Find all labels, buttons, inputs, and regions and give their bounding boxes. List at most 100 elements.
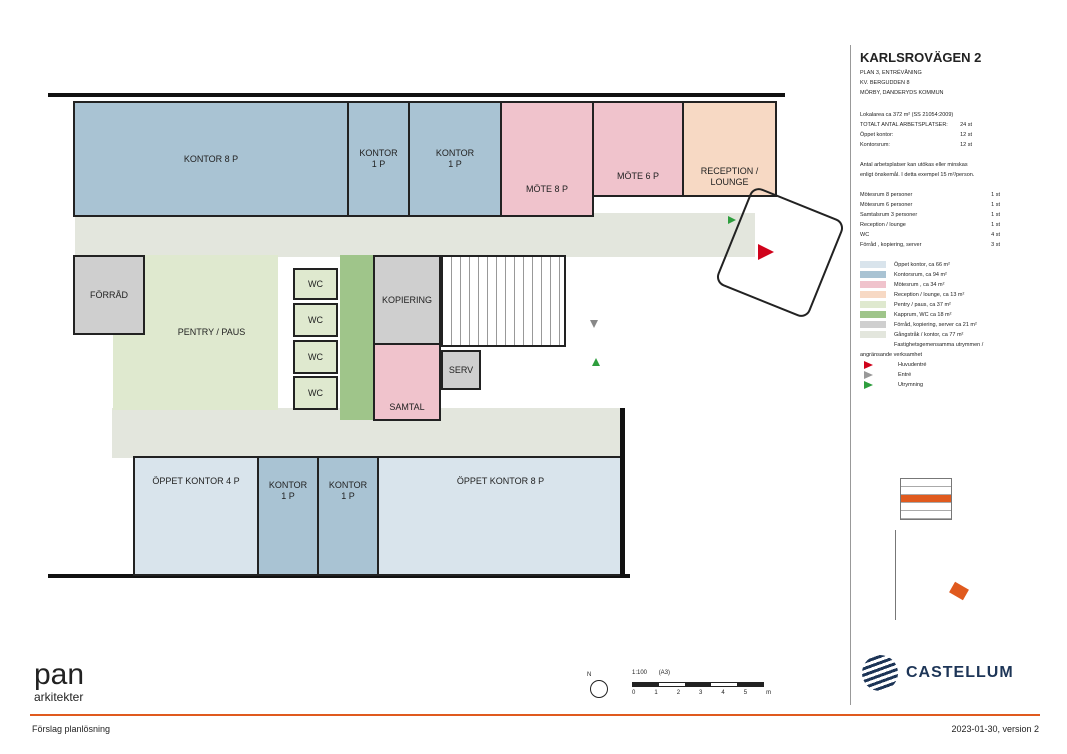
entrance-marker-icon xyxy=(590,320,598,328)
legend-item: Fastighetsgemensamma utrymmen / angränsa… xyxy=(860,340,1010,360)
count-value: 1 st xyxy=(991,222,1000,228)
count-value: 4 st xyxy=(991,232,1000,238)
workspace-note: Antal arbetsplatser kan utökas eller min… xyxy=(860,162,975,178)
room-wc-2: WC xyxy=(293,303,338,337)
area-row: Kontorsrum:12 st xyxy=(860,140,972,150)
exit-marker-icon xyxy=(728,216,736,224)
marker-label: Entré xyxy=(898,372,912,378)
room-oppet-kontor-8p: ÖPPET KONTOR 8 P xyxy=(377,456,624,576)
room-wc-3: WC xyxy=(293,340,338,374)
legend-item: Mötesrum , ca 34 m² xyxy=(860,280,1010,290)
legend-item: Pentry / paus, ca 37 m² xyxy=(860,300,1010,310)
logo-text: pan xyxy=(34,658,85,691)
count-row: WC 4 st xyxy=(860,230,1000,240)
footer-rule xyxy=(30,714,1040,716)
north-label: N xyxy=(587,672,592,678)
room-mote-6p: MÖTE 6 P xyxy=(592,101,684,197)
corridor-upper xyxy=(75,213,755,257)
legend-item: Kontorsrum, ca 94 m² xyxy=(860,270,1010,280)
subtitle-1: PLAN 3, ENTRÉVÅNING xyxy=(860,70,922,76)
count-label: Mötesrum 8 personer xyxy=(860,192,913,198)
room-pentry-lower xyxy=(113,335,145,410)
room-reception-lounge: RECEPTION / LOUNGE xyxy=(682,101,777,197)
count-row: Mötesrum 6 personer 1 st xyxy=(860,200,1000,210)
count-row: Förråd , kopiering, server 3 st xyxy=(860,240,1000,250)
count-label: Samtalsrum 3 personer xyxy=(860,212,918,218)
marker-legend-item: Huvudentré xyxy=(860,360,1010,370)
legend-label: Pentry / paus, ca 37 m² xyxy=(894,302,951,308)
exit-marker-icon xyxy=(592,358,600,366)
octagon-entrance xyxy=(713,185,847,320)
legend-swatch xyxy=(860,321,886,329)
count-value: 1 st xyxy=(991,212,1000,218)
marker-legend-item: Utrymning xyxy=(860,380,1010,390)
scale-tick: 2 xyxy=(676,690,681,696)
area-label: Kontorsrum: xyxy=(860,142,890,148)
legend-label: Öppet kontor, ca 66 m² xyxy=(894,262,950,268)
floor-plan: KONTOR 8 P KONTOR 1 P KONTOR 1 P MÖTE 8 … xyxy=(48,93,847,578)
site-map xyxy=(895,530,976,620)
legend-item: Gångstråk / kontor, ca 77 m² xyxy=(860,330,1010,340)
legend: Öppet kontor, ca 66 m² Kontorsrum, ca 94 … xyxy=(860,260,1010,390)
room-wc-1: WC xyxy=(293,268,338,300)
marker-label: Huvudentré xyxy=(898,362,927,368)
scale-unit: m xyxy=(766,690,772,696)
stairwell xyxy=(441,255,566,347)
room-kontor-1p-d: KONTOR 1 P xyxy=(317,456,379,576)
room-pentry-paus: PENTRY / PAUS xyxy=(145,255,278,410)
area-row: TOTALT ANTAL ARBETSPLATSER:24 st xyxy=(860,120,972,130)
room-kontor-8p: KONTOR 8 P xyxy=(73,101,349,217)
footer-left: Förslag planlösning xyxy=(32,724,111,734)
room-forrad: FÖRRÅD xyxy=(73,255,145,335)
legend-item: Förråd, kopiering, server ca 21 m² xyxy=(860,320,1010,330)
project-title: KARLSROVÄGEN 2 xyxy=(860,50,982,65)
footer-right: 2023-01-30, version 2 xyxy=(951,724,1039,734)
side-panel-divider xyxy=(850,45,851,705)
legend-swatch xyxy=(860,291,886,299)
room-kopiering: KOPIERING xyxy=(373,255,441,345)
marker-legend-item: Entré xyxy=(860,370,1010,380)
legend-swatch xyxy=(860,301,886,309)
scale-tick: 1 xyxy=(654,690,658,696)
marker-icon xyxy=(864,380,873,389)
subtitle-2: KV. BERGUDDEN 8 xyxy=(860,80,910,86)
count-label: Förråd , kopiering, server xyxy=(860,242,922,248)
count-value: 1 st xyxy=(991,202,1000,208)
legend-item: Öppet kontor, ca 66 m² xyxy=(860,260,1010,270)
room-samtal: SAMTAL xyxy=(373,343,441,421)
count-row: Mötesrum 8 personer 1 st xyxy=(860,190,1000,200)
main-entrance-marker-icon xyxy=(758,244,774,260)
room-oppet-kontor-4p: ÖPPET KONTOR 4 P xyxy=(133,456,259,576)
legend-label: Förråd, kopiering, server ca 21 m² xyxy=(894,322,977,328)
legend-swatch xyxy=(860,311,886,319)
room-kontor-1p-c: KONTOR 1 P xyxy=(257,456,319,576)
wall-top xyxy=(48,93,785,97)
room-kapprum xyxy=(340,255,375,420)
legend-swatch xyxy=(860,261,886,269)
count-value: 3 st xyxy=(991,242,1000,248)
area-row: Lokalarea ca 372 m² (SS 21054:2009) xyxy=(860,110,1000,120)
scale-paper: (A3) xyxy=(658,670,671,676)
north-arrow-icon: N xyxy=(587,672,608,698)
count-label: Mötesrum 6 personer xyxy=(860,202,913,208)
scale-label: 1:100 xyxy=(632,670,648,676)
castellum-logo-icon xyxy=(862,655,898,691)
wall-right xyxy=(620,408,625,578)
count-row: Samtalsrum 3 personer 1 st xyxy=(860,210,1000,220)
scale-tick: 3 xyxy=(699,690,703,696)
stacking-diagram xyxy=(900,478,952,520)
legend-label: Reception / lounge, ca 13 m² xyxy=(894,292,965,298)
legend-label: Mötesrum , ca 34 m² xyxy=(894,282,945,288)
legend-swatch xyxy=(860,331,886,339)
legend-swatch xyxy=(860,271,886,279)
area-value: 12 st xyxy=(960,132,972,138)
room-wc-4: WC xyxy=(293,376,338,410)
scale-tick: 5 xyxy=(743,690,748,696)
count-label: WC xyxy=(860,232,870,238)
count-value: 1 st xyxy=(991,192,1000,198)
marker-icon xyxy=(864,370,873,379)
marker-icon xyxy=(864,360,873,369)
brand-name: CASTELLUM xyxy=(906,664,1014,681)
